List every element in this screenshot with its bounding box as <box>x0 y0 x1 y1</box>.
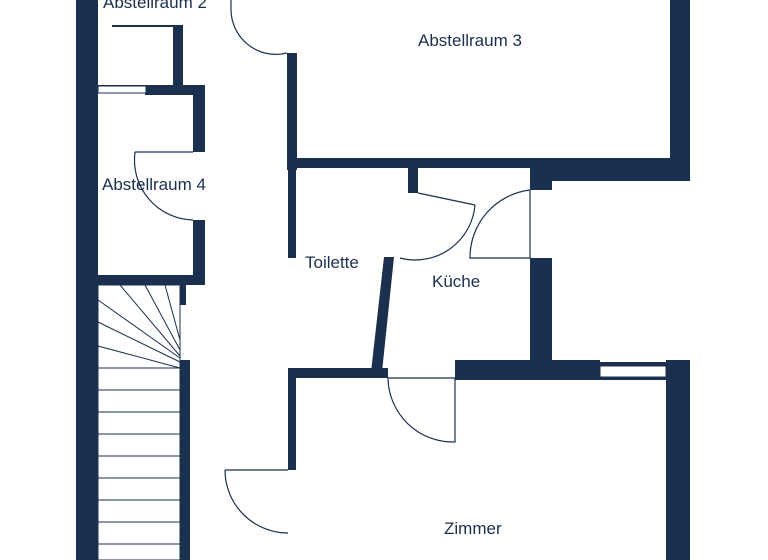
door-zimmer-arc <box>387 377 456 443</box>
stair-outline <box>97 284 181 560</box>
kitchen-bottom-wall-right-b <box>600 377 668 380</box>
staircase <box>97 284 181 560</box>
label-abstellraum-3: Abstellraum 3 <box>418 31 522 50</box>
corridor-wall-mid <box>288 168 296 258</box>
door-kitchen-arc <box>469 189 531 259</box>
stair-winder <box>97 321 181 363</box>
door-abstellraum-4-arc <box>133 151 194 221</box>
label-abstellraum-2: Abstellraum 2 <box>103 0 207 12</box>
toilet-bottom-wall <box>288 368 388 378</box>
window-abstellraum <box>97 85 147 94</box>
stair-winder <box>164 284 181 341</box>
outer-wall-right-upper <box>670 0 690 180</box>
corridor-wall-upper <box>287 53 297 170</box>
doors <box>133 0 531 534</box>
room-labels: Abstellraum 2 Abstellraum 3 Abstellraum … <box>102 0 522 538</box>
window-zimmer-frame <box>599 365 667 378</box>
stair-wall-right <box>180 360 190 560</box>
door-corridor-arc <box>224 469 289 534</box>
stair-wall-top-right <box>180 285 186 305</box>
label-toilette: Toilette <box>305 253 359 272</box>
stair-winder <box>119 284 181 357</box>
toilet-kitchen-wall-top <box>408 168 418 193</box>
abstellraum-2-wall-right <box>173 25 183 85</box>
abstellraum-4-wall-bottom <box>98 275 205 285</box>
kitchen-bottom-wall <box>455 360 600 380</box>
label-abstellraum-4: Abstellraum 4 <box>102 175 206 194</box>
kitchen-wall-right <box>530 258 552 362</box>
abstellraum-4-wall-right-bottom <box>193 220 205 285</box>
window-frame <box>97 85 147 94</box>
door-toilet-arc <box>399 204 476 261</box>
stair-winder <box>144 284 181 351</box>
kitchen-wall-right-top <box>530 168 552 190</box>
kitchen-bottom-wall-right <box>600 362 668 366</box>
door-toilet-leaf <box>417 192 476 206</box>
walls <box>76 0 690 560</box>
abstellraum-3-bottom-wall <box>288 158 690 168</box>
abstellraum-4-wall-top <box>145 85 205 95</box>
label-zimmer: Zimmer <box>444 519 502 538</box>
label-kueche: Küche <box>432 272 480 291</box>
abstellraum-2-door-jamb <box>112 25 177 27</box>
abstellraum-3-bottom-wall-step <box>530 165 690 181</box>
window-zimmer <box>599 365 667 378</box>
outer-wall-left <box>76 0 98 560</box>
abstellraum-4-wall-right-top <box>193 85 205 152</box>
outer-wall-right-lower <box>666 360 690 560</box>
stair-winder <box>97 345 181 369</box>
corridor-wall-lower <box>288 370 296 470</box>
stair-winder <box>97 299 181 359</box>
door-abstellraum-2 <box>230 0 288 55</box>
toilet-kitchen-wall <box>371 257 394 372</box>
